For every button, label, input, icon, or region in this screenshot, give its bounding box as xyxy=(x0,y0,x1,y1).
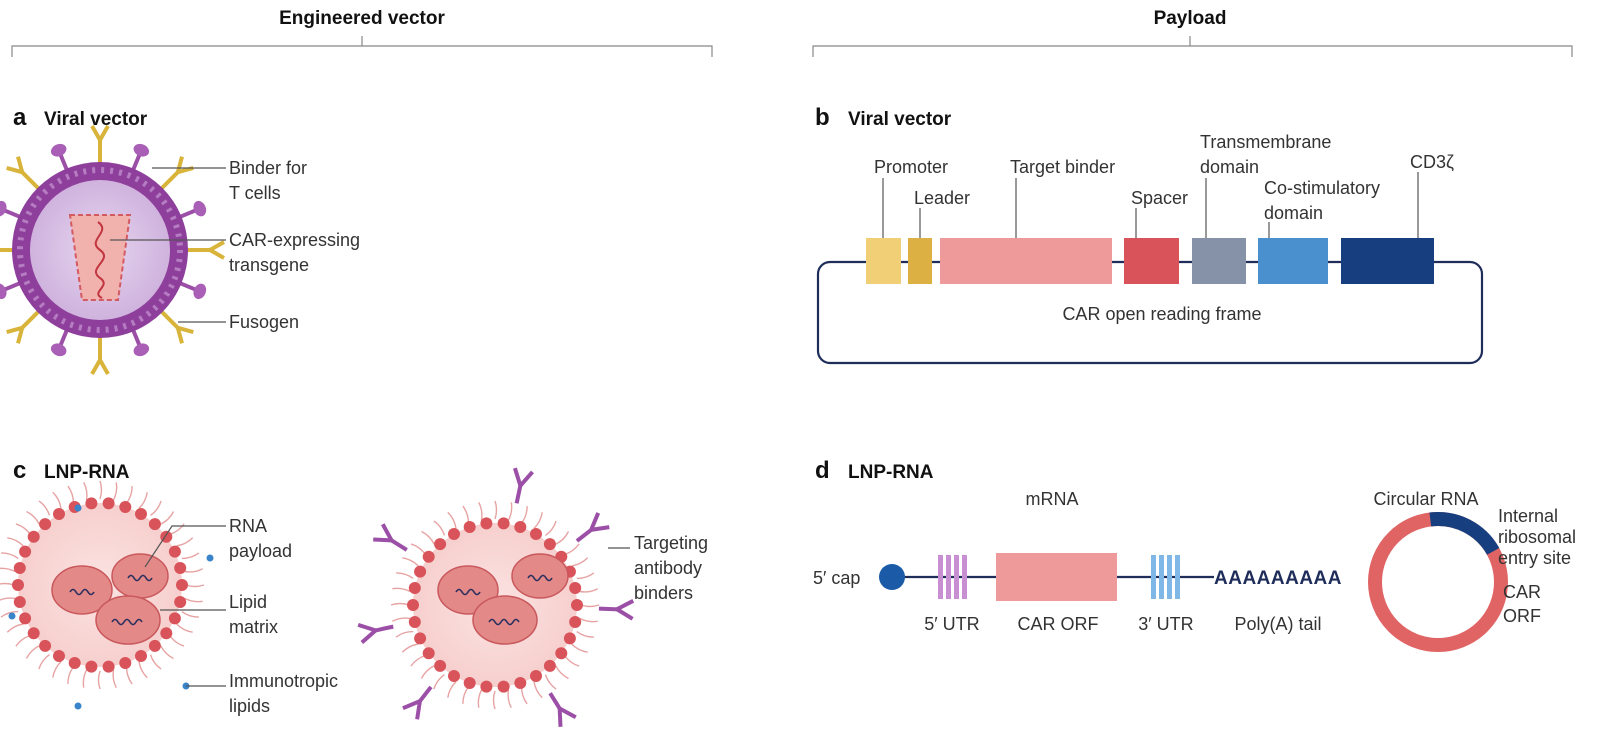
ires-arc xyxy=(1429,512,1500,556)
fusogen-spike xyxy=(50,143,69,172)
lipid-heads xyxy=(12,497,188,673)
binder-spike xyxy=(6,309,41,344)
transmembrane-segment xyxy=(1192,238,1246,284)
label-mrna: mRNA xyxy=(1026,489,1079,509)
binder-spike xyxy=(90,336,110,375)
label-car-orf: CAR ORF xyxy=(1018,614,1099,634)
rna-payload-vesicles xyxy=(51,553,169,645)
header-engineered-vector: Engineered vector xyxy=(279,8,445,29)
fusogen-spike xyxy=(131,328,150,357)
label-circ-car-orf: CAR ORF xyxy=(1503,582,1546,626)
cd3-segment xyxy=(1341,238,1434,284)
label-costim: Co-stimulatory domain xyxy=(1264,178,1385,223)
label-promoter: Promoter xyxy=(874,157,948,177)
target-binder-segment xyxy=(940,238,1112,284)
antibody xyxy=(402,685,433,720)
antibody xyxy=(598,599,635,621)
leader-segment xyxy=(908,238,932,284)
binder-spike xyxy=(186,240,225,260)
panel-d-letter: d xyxy=(815,457,830,484)
binder-spike xyxy=(6,156,41,191)
binder-spike xyxy=(0,248,14,252)
label-targeting: Targeting antibody binders xyxy=(634,533,713,603)
immunotropic-lipid-dots xyxy=(8,504,214,710)
fusogen-spike xyxy=(131,143,150,172)
panel-b-letter: b xyxy=(815,104,830,131)
bracket-left xyxy=(11,36,713,57)
panel-a-title: Viral vector xyxy=(44,109,148,130)
label-lipid: Lipid matrix xyxy=(229,592,278,637)
five-prime-cap xyxy=(879,564,905,590)
lnp-particle-targeted xyxy=(357,467,635,727)
antibody xyxy=(512,467,534,504)
antibody xyxy=(373,523,408,552)
promoter-segment xyxy=(866,238,901,284)
transgene-strand xyxy=(94,221,105,299)
fusogen-spike xyxy=(0,200,22,219)
panel-c-letter: c xyxy=(13,457,26,484)
label-target-binder: Target binder xyxy=(1010,157,1115,177)
label-binder: Binder for T cells xyxy=(229,158,312,203)
bracket-right xyxy=(812,36,1573,57)
label-cap: 5′ cap xyxy=(813,568,860,588)
antibody xyxy=(548,692,577,727)
viral-particle xyxy=(0,125,225,375)
label-spacer: Spacer xyxy=(1131,188,1188,208)
label-utr3: 3′ UTR xyxy=(1138,614,1193,634)
utr5-segment xyxy=(938,555,967,599)
car-orf-segment xyxy=(996,553,1117,601)
panel-c-title: LNP-RNA xyxy=(44,462,130,483)
capsid xyxy=(68,214,132,301)
label-orf: CAR open reading frame xyxy=(1062,304,1261,324)
leader-rna xyxy=(144,525,226,568)
label-leader: Leader xyxy=(914,188,970,208)
label-immuno: Immunotropic lipids xyxy=(229,671,343,716)
label-fusogen: Fusogen xyxy=(229,312,299,332)
rna-payload-vesicles xyxy=(437,553,569,645)
fusogen-spike xyxy=(178,281,207,300)
fusogen-spike xyxy=(178,200,207,219)
fusogen-spike xyxy=(50,328,69,357)
lipid-heads xyxy=(407,517,583,693)
binder-spike xyxy=(159,156,194,191)
polya-sequence: AAAAAAAAA xyxy=(1214,568,1342,589)
utr3-segment xyxy=(1151,555,1180,599)
targeting-antibodies xyxy=(357,467,635,727)
label-transmembrane: Transmembrane domain xyxy=(1200,132,1336,177)
label-transgene: CAR-expressing transgene xyxy=(229,230,365,275)
label-rna: RNA payload xyxy=(229,516,292,561)
label-cd3: CD3ζ xyxy=(1410,152,1454,172)
label-circular-rna: Circular RNA xyxy=(1373,489,1478,509)
binder-spike xyxy=(159,309,194,344)
header-payload: Payload xyxy=(1154,8,1227,29)
label-polya: Poly(A) tail xyxy=(1234,614,1321,634)
fusogen-spike xyxy=(0,281,22,300)
spacer-segment xyxy=(1124,238,1179,284)
antibody xyxy=(357,622,394,644)
binder-spike xyxy=(90,125,110,164)
costim-segment xyxy=(1258,238,1328,284)
lnp-particle xyxy=(0,480,214,710)
viral-spikes xyxy=(0,125,225,375)
label-utr5: 5′ UTR xyxy=(924,614,979,634)
panel-b-title: Viral vector xyxy=(848,109,952,130)
panel-d-title: LNP-RNA xyxy=(848,462,934,483)
antibody xyxy=(575,512,610,543)
panel-a-letter: a xyxy=(13,104,27,131)
label-ires: Internal ribosomal entry site xyxy=(1498,506,1581,568)
